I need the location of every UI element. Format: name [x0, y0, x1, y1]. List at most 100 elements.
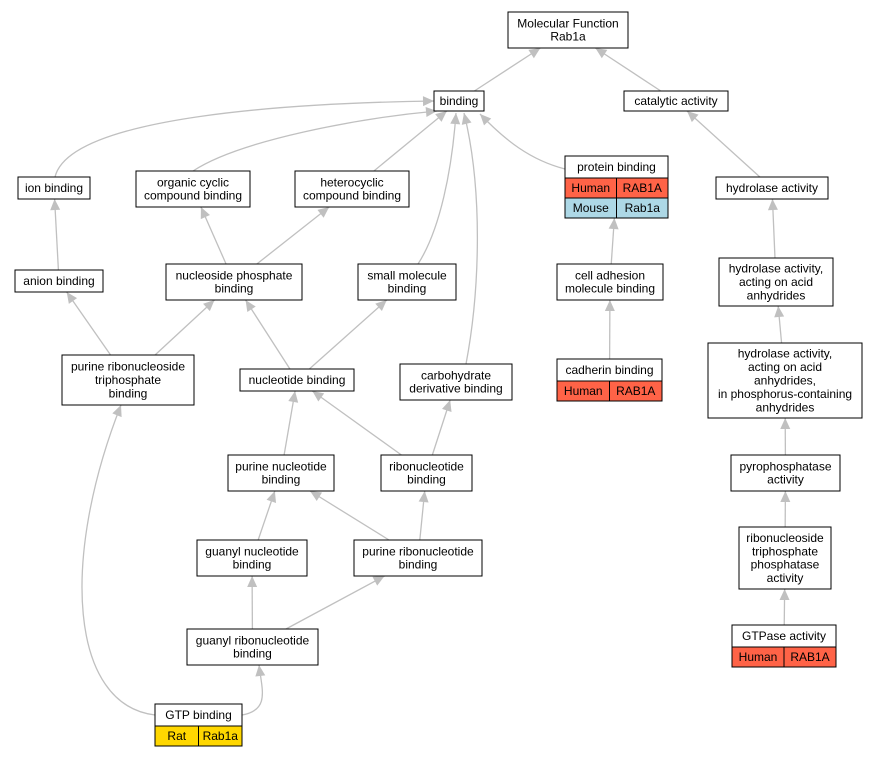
- gene-cell: [616, 197, 669, 219]
- node-label: purine nucleotide: [235, 459, 327, 473]
- arrowhead-hetero-to-binding: [435, 111, 447, 122]
- arrowhead-gtp-to-purinerts: [112, 405, 122, 418]
- node-box: [14, 269, 104, 293]
- node-label: binding: [233, 647, 272, 661]
- arrowhead-smallmol-to-binding: [450, 113, 461, 125]
- arrowhead-carbo-to-binding: [461, 113, 472, 125]
- edge-ribonuc-to-nucleotide: [311, 390, 402, 456]
- species-label: Human: [739, 650, 778, 664]
- species-label: Mouse: [573, 201, 609, 215]
- arrowhead-hydanhyd-to-hydrolase: [767, 199, 778, 211]
- node-label: carbohydrate: [421, 368, 491, 382]
- node-label: binding: [388, 282, 427, 296]
- node-hydrolase[interactable]: hydrolase activity: [715, 176, 829, 200]
- arrowhead-organic-to-binding: [425, 107, 437, 117]
- graph-edges: [50, 47, 791, 716]
- arrowhead-purineribo-to-ribonuc: [418, 491, 429, 503]
- arrowhead-hydphos-to-hydanhyd: [774, 306, 785, 318]
- node-label: organic cyclic: [157, 175, 229, 189]
- node-label: protein binding: [577, 160, 656, 174]
- node-label: nucleotide binding: [249, 373, 346, 387]
- node-label: hydrolase activity,: [729, 262, 823, 276]
- node-box: [718, 257, 834, 307]
- gene-label: RAB1A: [790, 650, 829, 664]
- node-binding[interactable]: binding: [433, 90, 485, 112]
- arrowhead-gtp-to-guanylribo: [255, 665, 266, 677]
- species-label: Human: [564, 384, 603, 398]
- node-label: cadherin binding: [565, 363, 653, 377]
- node-label: purine ribonucleoside: [71, 360, 185, 374]
- arrowhead-purinerts-to-nucphos: [203, 300, 215, 312]
- arrowhead-nucphos-to-hetero: [317, 207, 330, 218]
- arrowhead-binding-to-mf: [528, 48, 541, 59]
- node-box: [227, 454, 335, 492]
- node-label: binding: [109, 386, 148, 400]
- edge-nucleotide-to-smallmol: [308, 299, 388, 370]
- node-label: anion binding: [23, 274, 94, 288]
- edge-smallmol-to-binding: [417, 112, 457, 265]
- node-label: hydrolase activity: [726, 181, 818, 195]
- edge-guanylribo-to-purineribo: [285, 575, 385, 630]
- node-anion[interactable]: anion binding: [14, 269, 104, 293]
- node-box: [239, 368, 355, 392]
- node-label: molecule binding: [565, 282, 655, 296]
- species-label: Human: [571, 181, 610, 195]
- node-label: binding: [215, 282, 254, 296]
- node-label: ribonucleoside: [746, 531, 824, 545]
- gene-cell: [198, 725, 243, 747]
- gene-label: Rab1a: [203, 729, 239, 743]
- node-box: [353, 539, 483, 577]
- node-ion[interactable]: ion binding: [17, 176, 91, 200]
- node-label: GTP binding: [165, 708, 232, 722]
- arrowhead-ion-to-binding: [422, 96, 434, 107]
- node-catalytic[interactable]: catalytic activity: [623, 90, 729, 112]
- node-label: GTPase activity: [742, 629, 826, 643]
- arrowhead-purinerts-to-anion: [66, 292, 78, 304]
- arrowhead-anion-to-ion: [50, 199, 61, 211]
- node-label: activity: [767, 473, 804, 487]
- node-label: triphosphate: [752, 544, 818, 558]
- node-box: [294, 170, 410, 208]
- arrowhead-nucphos-to-organic: [200, 207, 210, 220]
- node-box: [165, 263, 303, 301]
- arrowhead-catalytic-to-mf: [595, 48, 608, 59]
- node-label: activity: [767, 571, 804, 585]
- node-rntpase[interactable]: ribonucleosidetriphosphatephosphataseact…: [738, 526, 832, 590]
- gene-label: RAB1A: [616, 384, 655, 398]
- node-box: [556, 263, 664, 301]
- edge-nucphos-to-hetero: [256, 206, 330, 265]
- node-label: binding: [399, 558, 438, 572]
- node-box: [730, 454, 841, 492]
- node-box: [61, 354, 195, 406]
- edge-ion-to-binding: [54, 100, 435, 178]
- node-hydphos[interactable]: hydrolase activity,acting on acidanhydri…: [707, 342, 863, 419]
- node-box: [738, 526, 832, 590]
- node-nucleotide[interactable]: nucleotide binding: [239, 368, 355, 392]
- node-label: ion binding: [25, 181, 83, 195]
- node-label: ribonucleotide: [389, 459, 464, 473]
- edge-purinerts-to-anion: [66, 291, 112, 356]
- node-hydanhyd[interactable]: hydrolase activity,acting on acidanhydri…: [718, 257, 834, 307]
- node-label: anhydrides: [756, 400, 815, 414]
- node-label: binding: [440, 94, 479, 108]
